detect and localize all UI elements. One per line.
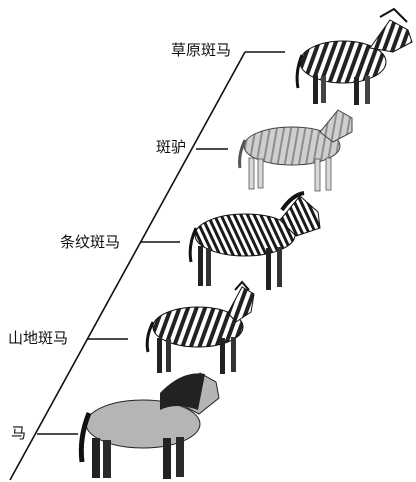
quagga-illustration bbox=[240, 110, 352, 191]
label-grassland-zebra: 草原斑马 bbox=[171, 41, 231, 59]
horse-illustration bbox=[81, 373, 219, 479]
label-horse: 马 bbox=[11, 424, 26, 442]
label-mountain-zebra: 山地斑马 bbox=[8, 329, 68, 347]
grassland-zebra-illustration bbox=[297, 9, 412, 105]
grevys-zebra-illustration bbox=[190, 193, 320, 290]
mountain-zebra-illustration bbox=[147, 282, 254, 374]
label-quagga: 斑驴 bbox=[156, 138, 186, 156]
label-grevys-zebra: 条纹斑马 bbox=[60, 233, 120, 251]
